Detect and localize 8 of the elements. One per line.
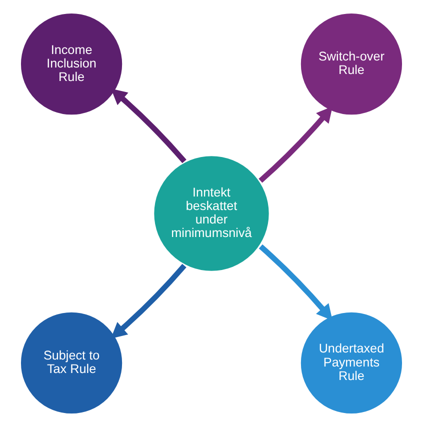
arrow — [110, 88, 186, 164]
node-circle: Switch-over Rule — [298, 10, 404, 118]
node-circle: Undertaxed Payments Rule — [298, 310, 404, 416]
arrow — [110, 264, 186, 339]
arrow — [258, 106, 332, 183]
arrow — [258, 244, 332, 321]
node-circle: Subject to Tax Rule — [18, 310, 124, 416]
node-circle: Income Inclusion Rule — [18, 10, 124, 118]
